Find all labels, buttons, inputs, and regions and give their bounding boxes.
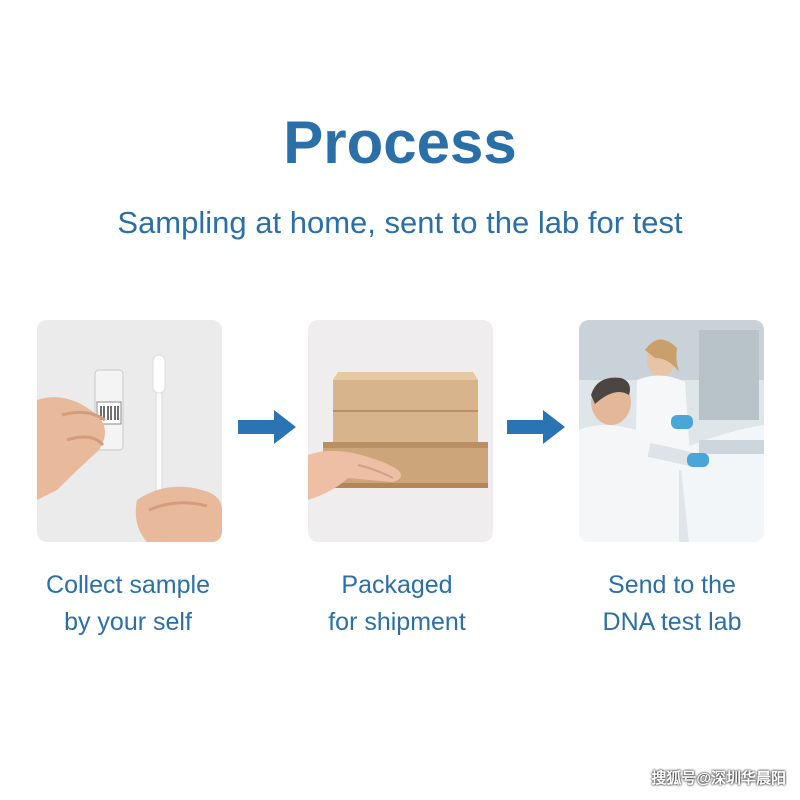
cardboard-box-image (308, 320, 493, 542)
swab-sample-image (37, 320, 222, 542)
watermark: 搜狐号@深圳华晨阳 (651, 770, 786, 787)
page-subtitle: Sampling at home, sent to the lab for te… (117, 205, 683, 240)
lab-scientists-image (579, 320, 764, 542)
arrow-right-icon (507, 410, 565, 444)
arrow-right-icon (238, 410, 296, 444)
page-title: Process (283, 109, 517, 176)
